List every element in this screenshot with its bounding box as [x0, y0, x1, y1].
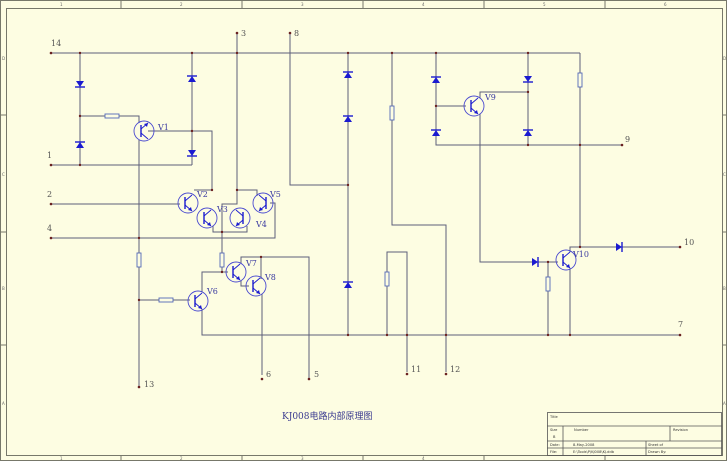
pin-13-label: 13 [144, 380, 154, 389]
label-v1: V1 [157, 123, 169, 132]
label-v4: V4 [255, 220, 267, 229]
junction-dots [78, 51, 582, 337]
pin-11-label: 11 [411, 365, 421, 374]
zone-row-b-right: B [723, 286, 726, 291]
zone-col-4: 4 [422, 2, 425, 7]
pin-7-label: 7 [678, 320, 683, 329]
diode-icon [522, 129, 534, 137]
pins: 14 3 8 1 2 4 13 6 5 11 12 9 10 7 [47, 29, 694, 389]
file-value: E:\Tools\P\KJ008\KJ.ddb [573, 450, 615, 454]
transistor-v7-icon [225, 261, 247, 283]
zone-row-a-right: A [723, 401, 726, 406]
resistor-icon [136, 252, 142, 268]
zone-row-c-right: C [723, 172, 726, 177]
transistor-labels: V1 V2 V3 V4 V5 V6 V7 V8 V9 V10 [157, 93, 589, 296]
sheet-label: Sheet of [648, 443, 664, 447]
diode-icon [74, 80, 86, 88]
zone-col-4-bottom: 4 [422, 456, 425, 461]
file-label: File: [550, 450, 557, 454]
resistor-icon [545, 276, 551, 292]
label-v5: V5 [269, 190, 281, 199]
label-v8: V8 [264, 273, 276, 282]
zone-col-1-bottom: 1 [60, 456, 63, 461]
title-block: Title Size B Number Revision Date: 8-May… [547, 412, 722, 456]
resistor-icon [577, 72, 583, 88]
wires [51, 33, 680, 387]
zone-col-3: 3 [301, 2, 304, 7]
zone-row-b: B [2, 286, 5, 291]
zone-row-d-right: D [723, 56, 726, 61]
size-label: Size [550, 428, 558, 432]
pin-8-label: 8 [294, 29, 299, 38]
pin-4-label: 4 [47, 224, 52, 233]
size-value: B [553, 435, 556, 439]
transistor-v6-icon [187, 290, 209, 312]
zone-row-d: D [2, 56, 5, 61]
pin-1-label: 1 [47, 151, 52, 160]
zone-row-a: A [2, 401, 5, 406]
label-v10: V10 [572, 250, 589, 259]
drawn-by-label: Drawn By: [648, 450, 666, 454]
transistor-v4-icon [229, 207, 251, 229]
diode-icon [186, 149, 198, 157]
label-v9: V9 [484, 93, 496, 102]
label-v3: V3 [216, 205, 228, 214]
pin-2-label: 2 [47, 190, 52, 199]
resistor-icon [219, 252, 225, 268]
zone-col-1: 1 [60, 2, 63, 7]
resistor-icon [384, 271, 390, 287]
drawing-title: KJ008电路内部原理图 [282, 410, 373, 422]
pin-12-label: 12 [450, 365, 460, 374]
zone-row-c: C [2, 172, 5, 177]
diode-icon [430, 76, 442, 84]
zone-col-2: 2 [180, 2, 183, 7]
zone-col-6: 6 [664, 2, 667, 7]
revision-label: Revision [673, 428, 688, 432]
transistor-v9-icon [463, 95, 485, 117]
date-label: Date: [550, 443, 560, 447]
diode-icon [522, 75, 534, 83]
diode-icon [342, 281, 354, 289]
diode-icon [342, 71, 354, 79]
diode-icon [430, 129, 442, 137]
label-v6: V6 [206, 287, 218, 296]
transistors [133, 95, 577, 312]
zone-col-5: 5 [543, 2, 546, 7]
resistors [104, 72, 583, 303]
label-v7: V7 [245, 259, 257, 268]
pin-3-label: 3 [241, 29, 246, 38]
pin-6-label: 6 [266, 370, 271, 379]
diode-icon [342, 115, 354, 123]
diode-icon [531, 256, 539, 268]
date-value: 8-May-2008 [573, 443, 595, 447]
resistor-icon [389, 105, 395, 121]
diode-icon [615, 241, 623, 253]
label-v2: V2 [196, 190, 208, 199]
zone-col-2-bottom: 2 [180, 456, 183, 461]
resistor-icon [104, 113, 120, 119]
diode-icon [186, 75, 198, 83]
pin-9-label: 9 [625, 135, 630, 144]
number-label: Number [574, 428, 589, 432]
zone-col-3-bottom: 3 [301, 456, 304, 461]
pin-5-label: 5 [314, 370, 319, 379]
pin-14-label: 14 [51, 39, 61, 48]
pin-10-label: 10 [684, 238, 694, 247]
transistor-v2-icon [177, 192, 199, 214]
transistor-v3-icon [196, 207, 218, 229]
resistor-icon [158, 297, 174, 303]
title-label: Title [549, 415, 558, 419]
diode-icon [74, 141, 86, 149]
